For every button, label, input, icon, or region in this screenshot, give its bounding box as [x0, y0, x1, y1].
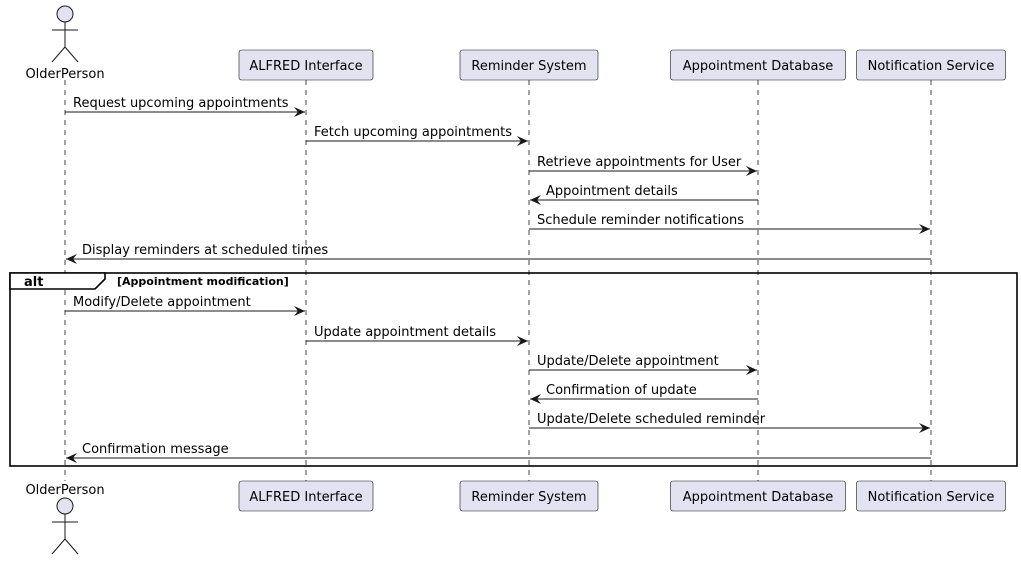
participant-notify-bottom: Notification Service [856, 480, 1006, 512]
participant-box [238, 480, 374, 512]
participant-notify-top: Notification Service [856, 49, 1006, 81]
message-label: Fetch upcoming appointments [314, 125, 512, 140]
message-1: Request upcoming appointments [65, 96, 305, 117]
actor-label: OlderPerson [25, 67, 104, 82]
participant-db-bottom: Appointment Database [670, 480, 846, 512]
participant-reminder-top: Reminder System [459, 49, 599, 81]
participant-box [670, 49, 846, 81]
participant-db-top: Appointment Database [670, 49, 846, 81]
actor-label: OlderPerson [25, 483, 104, 498]
message-8: Update appointment details [306, 325, 528, 346]
message-label: Confirmation of update [546, 383, 697, 398]
message-10: Confirmation of update [530, 383, 758, 404]
message-label: Confirmation message [82, 442, 229, 457]
alt-condition: [Appointment modification] [117, 275, 289, 288]
actor-body-icon [51, 22, 79, 63]
message-label: Appointment details [546, 184, 678, 199]
participant-label: ALFRED Interface [249, 490, 362, 505]
participant-label: Reminder System [471, 59, 586, 74]
actor-head-icon [56, 5, 74, 23]
participant-older-top: OlderPerson [25, 5, 105, 82]
message-label: Update/Delete scheduled reminder [537, 412, 766, 427]
message-5: Schedule reminder notifications [529, 213, 930, 234]
alt-keyword: alt [24, 275, 43, 290]
message-label: Modify/Delete appointment [73, 295, 251, 310]
participant-alfred-top: ALFRED Interface [238, 49, 374, 81]
participant-label: Appointment Database [683, 59, 833, 74]
participant-box [459, 49, 599, 81]
message-3: Retrieve appointments for User [529, 155, 757, 176]
participant-box [670, 480, 846, 512]
message-label: Update appointment details [314, 325, 496, 340]
message-label: Display reminders at scheduled times [82, 243, 328, 258]
message-label: Request upcoming appointments [73, 96, 289, 111]
message-11: Update/Delete scheduled reminder [529, 412, 930, 433]
alt-fragment-frame [9, 272, 1018, 467]
message-12: Confirmation message [66, 442, 931, 463]
message-2: Fetch upcoming appointments [306, 125, 528, 146]
actor-body-icon [51, 514, 79, 555]
participant-box [856, 480, 1006, 512]
message-4: Appointment details [530, 184, 758, 205]
participant-label: Appointment Database [683, 490, 833, 505]
message-label: Schedule reminder notifications [537, 213, 744, 228]
message-label: Update/Delete appointment [537, 354, 719, 369]
message-6: Display reminders at scheduled times [66, 243, 931, 264]
actor-head-icon [56, 497, 74, 515]
participant-label: ALFRED Interface [249, 59, 362, 74]
participant-older-bottom: OlderPerson [25, 483, 105, 555]
alt-fragment: alt [Appointment modification] [9, 272, 1018, 467]
alt-fragment-tab [9, 272, 106, 290]
participant-box [238, 49, 374, 81]
participant-reminder-bottom: Reminder System [459, 480, 599, 512]
participant-alfred-bottom: ALFRED Interface [238, 480, 374, 512]
message-7: Modify/Delete appointment [65, 295, 305, 316]
participant-label: Notification Service [868, 490, 995, 505]
participant-box [459, 480, 599, 512]
message-9: Update/Delete appointment [529, 354, 757, 375]
message-label: Retrieve appointments for User [537, 155, 742, 170]
participant-label: Notification Service [868, 59, 995, 74]
participant-label: Reminder System [471, 490, 586, 505]
participant-box [856, 49, 1006, 81]
